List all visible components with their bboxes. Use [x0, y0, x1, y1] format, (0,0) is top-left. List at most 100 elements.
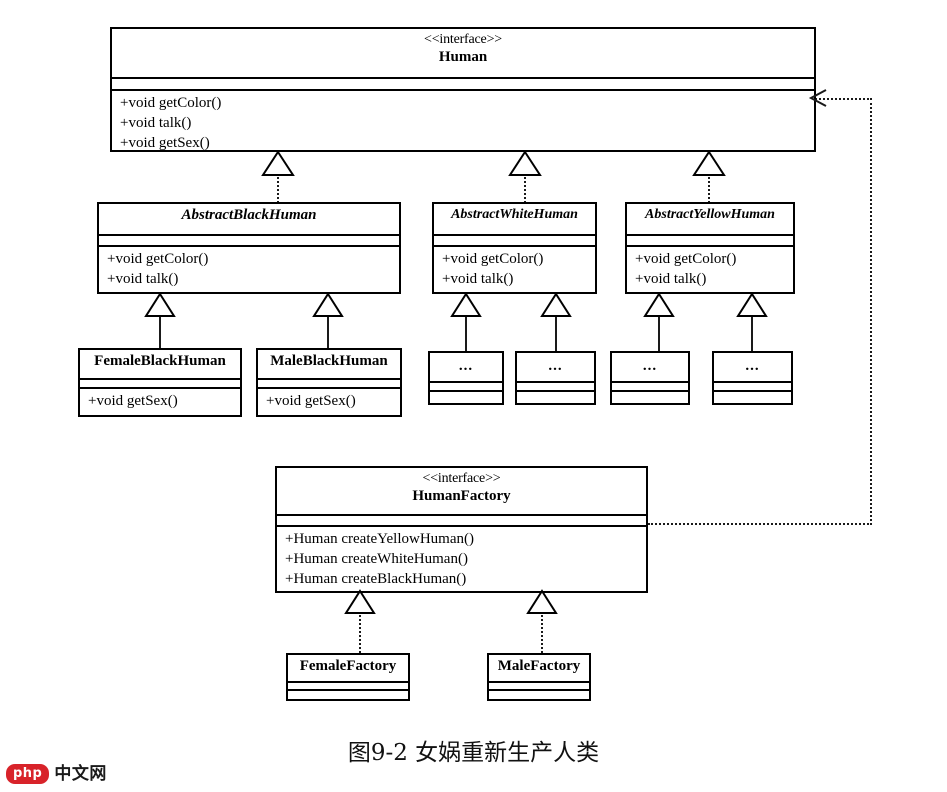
class-box-maleblackhuman[interactable]: MaleBlackHuman +void getSex()	[256, 348, 402, 417]
class-box-femalefactory[interactable]: FemaleFactory	[286, 653, 410, 701]
class-name-abstractyellowhuman: AbstractYellowHuman	[645, 207, 775, 222]
class-name-placeholder-1: ...	[458, 358, 474, 374]
method-row: +void getSex()	[120, 134, 210, 151]
method-row: +void getColor()	[107, 251, 209, 267]
method-row: +Human createYellowHuman()	[285, 531, 474, 547]
method-row: +void getColor()	[635, 251, 737, 267]
realization-triangle-femalefactory	[344, 589, 376, 614]
generalization-triangle-placeholder-2	[540, 292, 572, 317]
realization-line-malefactory-humanfactory	[541, 612, 543, 653]
generalization-line-femaleblackhuman	[159, 315, 161, 349]
class-name-placeholder-2: ...	[548, 358, 563, 374]
class-methods-abstractblackhuman: +void getColor() +void talk()	[99, 245, 399, 294]
class-methods-human: +void getColor() +void talk() +void getS…	[112, 89, 814, 158]
class-title-humanfactory: <<interface>> HumanFactory	[277, 468, 646, 514]
realization-triangle-abstractyellowhuman	[692, 150, 726, 176]
class-box-placeholder-4[interactable]: ...	[712, 351, 793, 405]
class-attributes-maleblackhuman	[258, 378, 400, 387]
class-name-maleblackhuman: MaleBlackHuman	[270, 353, 388, 369]
class-attributes-abstractyellowhuman	[627, 234, 793, 245]
watermark-text: 中文网	[54, 763, 107, 784]
dependency-line-vertical	[870, 98, 872, 525]
method-row: +void talk()	[107, 270, 179, 287]
watermark: php 中文网	[6, 764, 107, 784]
class-box-abstractyellowhuman[interactable]: AbstractYellowHuman +void getColor() +vo…	[625, 202, 795, 294]
class-box-abstractblackhuman[interactable]: AbstractBlackHuman +void getColor() +voi…	[97, 202, 401, 294]
class-methods-abstractwhitehuman: +void getColor() +void talk()	[434, 245, 595, 294]
method-row: +void getSex()	[266, 393, 356, 409]
method-row: +void getColor()	[442, 251, 544, 267]
class-box-placeholder-1[interactable]: ...	[428, 351, 504, 405]
dependency-line-horizontal-bottom	[648, 523, 872, 525]
class-stereotype-human: <<interface>>	[424, 32, 502, 47]
realization-line-abstractwhitehuman-human	[524, 173, 526, 203]
class-attributes-human	[112, 77, 814, 89]
realization-triangle-malefactory	[526, 589, 558, 614]
realization-triangle-abstractblackhuman	[261, 150, 295, 176]
realization-line-abstractyellowhuman-human	[708, 173, 710, 203]
class-name-placeholder-4: ...	[745, 358, 760, 374]
generalization-triangle-placeholder-1	[450, 292, 482, 317]
class-name-abstractblackhuman: AbstractBlackHuman	[181, 207, 317, 223]
generalization-triangle-placeholder-4	[736, 292, 768, 317]
class-title-abstractwhitehuman: AbstractWhiteHuman	[434, 204, 595, 234]
method-row: +void getSex()	[88, 393, 178, 409]
class-box-humanfactory[interactable]: <<interface>> HumanFactory +Human create…	[275, 466, 648, 593]
class-attributes-femaleblackhuman	[80, 378, 240, 387]
generalization-line-placeholder-4	[751, 315, 753, 351]
method-row: +Human createBlackHuman()	[285, 570, 467, 587]
class-attributes-abstractwhitehuman	[434, 234, 595, 245]
method-row: +void talk()	[120, 114, 192, 131]
dependency-line-horizontal-top	[812, 98, 872, 100]
class-box-femaleblackhuman[interactable]: FemaleBlackHuman +void getSex()	[78, 348, 242, 417]
class-title-abstractyellowhuman: AbstractYellowHuman	[627, 204, 793, 234]
class-attributes-humanfactory	[277, 514, 646, 525]
method-row: +void talk()	[442, 270, 514, 287]
class-title-maleblackhuman: MaleBlackHuman	[258, 350, 400, 378]
class-methods-placeholder-2	[517, 390, 594, 401]
class-attributes-placeholder-2	[517, 381, 594, 390]
class-methods-placeholder-3	[612, 390, 688, 401]
realization-line-femalefactory-humanfactory	[359, 612, 361, 653]
generalization-triangle-placeholder-3	[643, 292, 675, 317]
class-box-placeholder-3[interactable]: ...	[610, 351, 690, 405]
class-methods-femalefactory	[288, 689, 408, 699]
class-methods-malefactory	[489, 689, 589, 699]
class-methods-maleblackhuman: +void getSex()	[258, 387, 400, 416]
class-methods-abstractyellowhuman: +void getColor() +void talk()	[627, 245, 793, 294]
class-attributes-femalefactory	[288, 681, 408, 689]
generalization-line-placeholder-3	[658, 315, 660, 351]
method-row: +void getColor()	[120, 95, 222, 111]
generalization-triangle-femaleblackhuman	[144, 292, 176, 317]
class-methods-placeholder-4	[714, 390, 791, 401]
class-attributes-placeholder-3	[612, 381, 688, 390]
class-attributes-placeholder-1	[430, 381, 502, 390]
class-box-placeholder-2[interactable]: ...	[515, 351, 596, 405]
class-attributes-abstractblackhuman	[99, 234, 399, 245]
generalization-triangle-maleblackhuman	[312, 292, 344, 317]
class-title-malefactory: MaleFactory	[489, 655, 589, 681]
class-stereotype-humanfactory: <<interface>>	[422, 471, 501, 486]
class-title-human: <<interface>> Human	[112, 29, 814, 77]
class-box-malefactory[interactable]: MaleFactory	[487, 653, 591, 701]
class-attributes-malefactory	[489, 681, 589, 689]
class-name-femaleblackhuman: FemaleBlackHuman	[94, 353, 226, 369]
watermark-php-badge: php	[6, 764, 50, 784]
figure-caption: 图9-2 女娲重新生产人类	[347, 740, 600, 766]
dependency-arrowhead-icon	[808, 89, 827, 107]
generalization-line-placeholder-2	[555, 315, 557, 351]
class-name-humanfactory: HumanFactory	[412, 487, 511, 504]
class-box-abstractwhitehuman[interactable]: AbstractWhiteHuman +void getColor() +voi…	[432, 202, 597, 294]
class-methods-femaleblackhuman: +void getSex()	[80, 387, 240, 416]
class-name-human: Human	[438, 48, 488, 65]
realization-triangle-abstractwhitehuman	[508, 150, 542, 176]
class-name-femalefactory: FemaleFactory	[299, 658, 397, 674]
class-methods-placeholder-1	[430, 390, 502, 401]
class-name-placeholder-3: ...	[642, 358, 658, 374]
class-title-femalefactory: FemaleFactory	[288, 655, 408, 681]
realization-line-abstractblackhuman-human	[277, 173, 279, 203]
class-title-abstractblackhuman: AbstractBlackHuman	[99, 204, 399, 234]
generalization-line-maleblackhuman	[327, 315, 329, 349]
class-box-human[interactable]: <<interface>> Human +void getColor() +vo…	[110, 27, 816, 152]
